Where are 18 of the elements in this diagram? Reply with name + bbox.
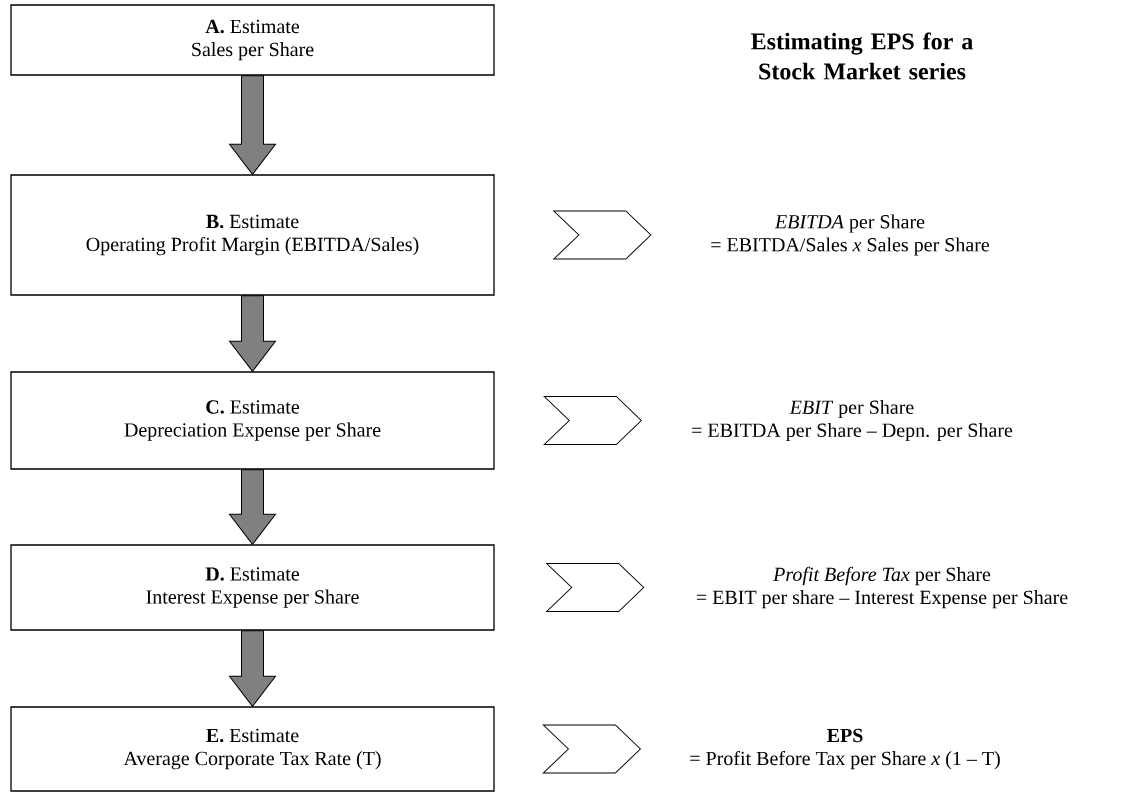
formula-text: Profit Before Tax per Share = EBIT per share – Interest Expense per Share (696, 566, 1068, 609)
chevron-arrow (542, 724, 641, 774)
block-arrow (229, 630, 276, 707)
formula-text: EPS = Profit Before Tax per Share x (1 – T) (690, 728, 1000, 770)
process-box: C. Estimate Depreciation Expense per Share (10, 371, 495, 470)
block-arrow (229, 469, 276, 545)
formula-text: EBITDA per Share = EBITDA/Sales x Sales per Share (711, 214, 990, 256)
chevron-arrow (553, 210, 652, 260)
chevron-arrow (546, 563, 645, 612)
process-box: B. Estimate Operating Profit Margin (EBITDA/Sales) (10, 174, 495, 296)
process-box: D. Estimate Interest Expense per Share (10, 544, 495, 631)
title: Estimating EPS for a Stock Market series (751, 32, 973, 80)
formula-text: EBIT per Share = EBITDA per Share – Depn. per Share (692, 399, 1013, 442)
process-box: E. Estimate Average Corporate Tax Rate (T) (10, 706, 495, 792)
chevron-arrow (543, 396, 642, 445)
block-arrow (229, 295, 276, 372)
process-box: A. Estimate Sales per Share (10, 4, 495, 76)
block-arrow (229, 75, 276, 175)
